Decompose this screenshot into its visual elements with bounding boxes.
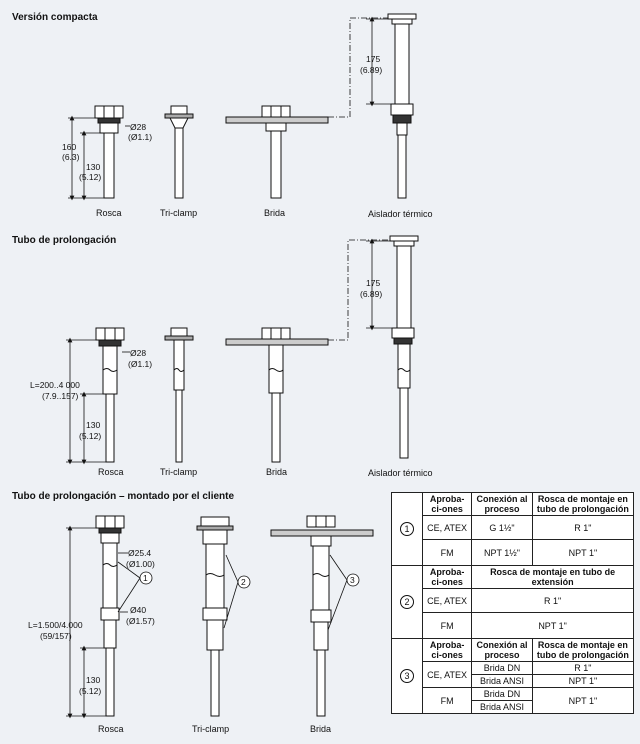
probe-rosca-extension [95,327,125,463]
dim-L-cust-in: (59/157) [40,631,72,641]
label-rosca-3: Rosca [98,724,124,734]
probe-brida-compact [225,105,329,199]
dim-130-ext-in: (5.12) [79,431,101,441]
dim-d28-in: (Ø1.1) [128,132,152,142]
label-brida-2: Brida [266,467,287,477]
probe-aislador-compact [387,13,417,199]
dim-130-cust-in: (5.12) [79,686,101,696]
label-aislador-1: Aislador térmico [368,209,433,219]
label-triclamp-1: Tri-clamp [160,208,197,218]
probe-triclamp-extension [164,327,194,463]
dim-175-in: (6.89) [360,65,382,75]
table-row: CE, ATEX R 1" [392,588,634,613]
section-title-customer: Tubo de prolongación – montado por el cl… [12,491,235,502]
table-cell: Brida ANSI [471,700,533,714]
label-aislador-2: Aislador térmico [368,468,433,478]
table-row: 3 Aproba-ci-ones Conexión al proceso Ros… [391,638,635,714]
dim-d254: Ø25.4 [128,548,151,558]
label-rosca-2: Rosca [98,467,124,477]
dim-175-ext: 175 [366,278,380,288]
dim-160: 160 [62,142,76,152]
table-cell: FM [421,687,473,714]
table-cell: NPT 1" [531,539,635,566]
dim-175-ext-in: (6.89) [360,289,382,299]
table-group-1: 1 [391,492,423,566]
dim-L-cust: L=1.500/4.000 [28,620,83,630]
table-header: Aproba-ci-ones [421,565,473,589]
probe-triclamp-customer [196,516,234,717]
table-row: 2 Aproba-ci-ones Rosca de montaje en tub… [391,565,634,639]
callout-1-label: 1 [143,573,148,583]
table-group-2: 2 [391,565,423,639]
callout-3 [346,573,360,587]
flange-connector-line-2 [328,239,390,341]
table-cell: Brida DN [471,687,533,701]
table-row: CE, ATEX G 1½" R 1" [392,515,635,540]
table-row: 1 Aproba-ci-ones Conexión al proceso Ros… [391,492,635,566]
label-triclamp-3: Tri-clamp [192,724,229,734]
table-cell: NPT 1" [471,612,634,639]
label-rosca-1: Rosca [96,208,122,218]
table-group-3: 3 [391,638,423,714]
table-row: Brida ANSI [392,700,634,714]
table-cell: R 1" [531,515,635,540]
dim-d28: Ø28 [130,122,146,132]
table-cell: NPT 1½" [471,539,533,566]
table-cell: FM [421,612,473,639]
table-cell: NPT 1" [531,674,635,688]
probe-triclamp-compact [164,105,194,199]
dim-L-ext: L=200..4 000 [30,380,80,390]
table-header: Rosca de montaje en tubo de extensión [471,565,634,589]
table-header: Rosca de montaje en tubo de prolongación [531,638,635,662]
table-header: Aproba-ci-ones [421,638,473,662]
dim-130-in: (5.12) [79,172,101,182]
dim-175: 175 [366,54,380,64]
table-cell: FM [421,539,473,566]
dim-130-cust: 130 [86,675,100,685]
dim-d28-ext: Ø28 [130,348,146,358]
dim-d254-in: (Ø1.00) [126,559,155,569]
table-header: Aproba-ci-ones [421,492,473,516]
dim-130: 130 [86,162,100,172]
callout-2 [237,575,251,589]
label-brida-3: Brida [310,724,331,734]
table-row: FM NPT 1" [392,612,634,639]
dim-d40-in: (Ø1.57) [126,616,155,626]
table-cell: NPT 1" [531,687,635,714]
callout-2-label: 2 [241,577,246,587]
probe-rosca-compact [94,105,124,199]
table-row: FM NPT 1½" NPT 1" [392,539,635,566]
table-header: Rosca de montaje en tubo de prolongación [531,492,635,516]
table-header: Conexión al proceso [471,492,533,516]
callout-1 [139,571,153,585]
label-brida-1: Brida [264,208,285,218]
table-header: Conexión al proceso [471,638,533,662]
probe-rosca-customer [95,515,125,717]
table-row: FM Brida DN NPT 1" [392,687,635,714]
label-triclamp-2: Tri-clamp [160,467,197,477]
table-cell: Brida ANSI [471,674,533,688]
dim-d28-ext-in: (Ø1.1) [128,359,152,369]
dim-130-ext: 130 [86,420,100,430]
approvals-table: 1 Aproba-ci-ones Conexión al proceso Ros… [391,492,635,714]
probe-aislador-extension [389,235,419,459]
callout-3-label: 3 [350,575,355,585]
section-title-extension: Tubo de prolongación [12,235,117,246]
flange-connector-line [328,17,388,118]
dim-L-ext-in: (7.9..157) [42,391,79,401]
table-cell: R 1" [531,661,635,675]
table-cell: Brida DN [471,661,533,675]
table-cell: CE, ATEX [421,588,473,613]
table-cell: CE, ATEX [421,661,473,688]
probe-brida-extension [225,327,329,463]
table-cell: R 1" [471,588,634,613]
table-row: CE, ATEX Brida DN R 1" [392,661,635,688]
table-cell: G 1½" [471,515,533,540]
probe-brida-customer [270,515,374,717]
section-title-compact: Versión compacta [12,12,98,23]
dim-d40: Ø40 [130,605,146,615]
table-cell: CE, ATEX [421,515,473,540]
dim-160-in: (6.3) [62,152,80,162]
